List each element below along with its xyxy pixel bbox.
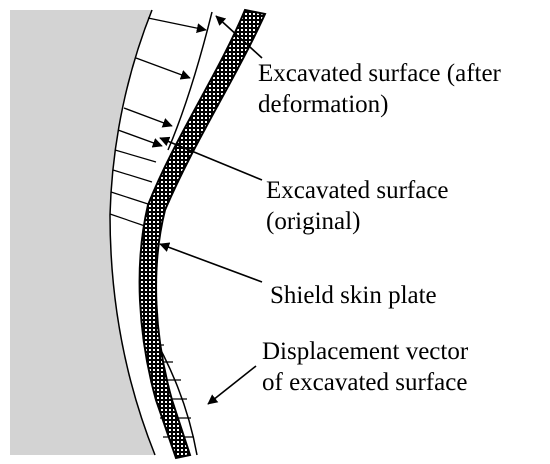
shield-skin-plate	[138, 8, 267, 460]
ground-region	[10, 10, 155, 455]
displacement-hatch-middle	[109, 149, 157, 227]
original-surface-curve	[109, 9, 156, 456]
label-original-surface-line1: Excavated surface	[266, 177, 449, 204]
label-deformed-surface-line1: Excavated surface (after	[258, 60, 502, 87]
leader-skin-plate	[159, 242, 263, 283]
displacement-vectors-upper	[117, 17, 207, 148]
label-displacement-vector-line1: Displacement vector	[262, 338, 469, 365]
leader-displacement-vector	[207, 365, 257, 405]
label-original-surface-line2: (original)	[266, 208, 360, 235]
leader-arrows	[159, 15, 263, 405]
leader-original-surface	[159, 136, 263, 181]
label-skin-plate: Shield skin plate	[270, 282, 437, 309]
deformed-surface-curve-upper	[167, 11, 213, 151]
label-deformed-surface-line2: deformation)	[258, 91, 389, 118]
leader-deformed-surface	[215, 15, 263, 59]
label-displacement-vector-line2: of excavated surface	[262, 369, 467, 396]
